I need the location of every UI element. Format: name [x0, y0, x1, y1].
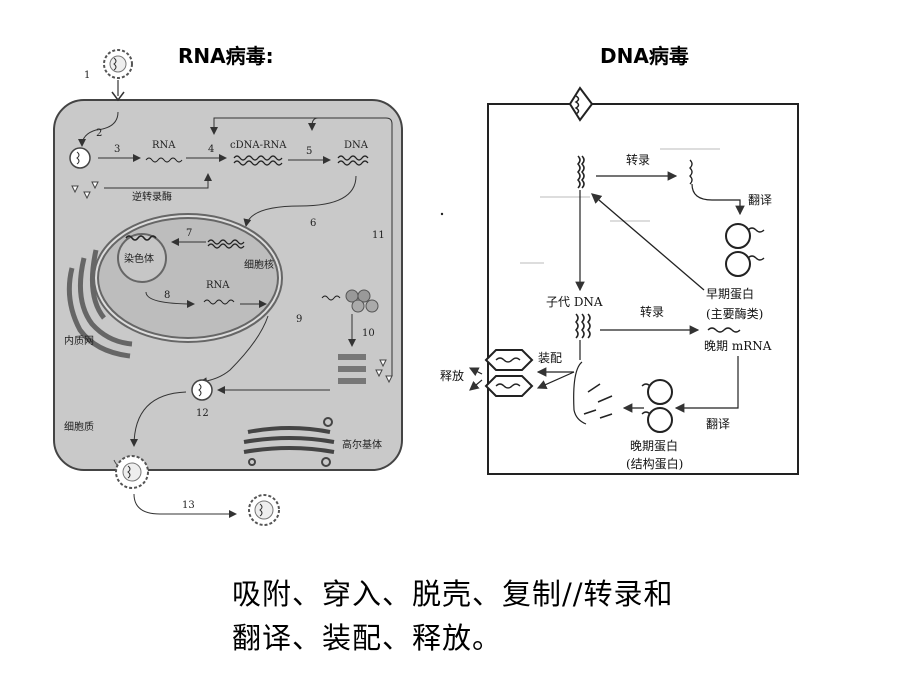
- step-4-number: 4: [208, 144, 214, 155]
- step-12-number: 12: [196, 408, 209, 419]
- assembled-virion-icons: [484, 349, 534, 397]
- nucleus-label: 细胞核: [244, 258, 274, 271]
- rna-label: RNA: [152, 140, 176, 151]
- released-virus-icon: [248, 494, 280, 526]
- endoplasmic-reticulum: [66, 249, 133, 359]
- late-mrna-label: 晚期 mRNA: [704, 339, 772, 353]
- step-11-number: 11: [372, 230, 385, 241]
- progeny-dna-icon: [574, 313, 591, 339]
- progeny-dna-label: 子代 DNA: [546, 295, 603, 309]
- cytoplasm-label: 细胞质: [64, 420, 94, 433]
- cdna-rna-label: cDNA-RNA: [230, 140, 287, 151]
- late-mrna-icon: [707, 327, 741, 333]
- golgi-label: 高尔基体: [342, 438, 382, 451]
- parental-dna-icon: [576, 155, 585, 189]
- step-1-number: 1: [84, 70, 90, 81]
- early-protein-note: (主要酶类): [706, 306, 763, 321]
- step-7-number: 7: [186, 228, 192, 239]
- step-6-number: 6: [310, 218, 316, 229]
- early-mrna-icon: [689, 159, 693, 185]
- ribosome-icons: [345, 289, 379, 313]
- rna-virus-title: RNA病毒:: [178, 44, 274, 68]
- early-protein-label: 早期蛋白: [706, 286, 754, 301]
- chromosome-label: 染色体: [124, 252, 154, 265]
- entering-virus-icon: [568, 86, 594, 122]
- step-2-number: 2: [96, 128, 102, 139]
- translation-1-label: 翻译: [748, 193, 772, 207]
- summary-line-2: 翻译、装配、释放。: [232, 621, 503, 655]
- lifecycle-summary: 吸附、穿入、脱壳、复制//转录和 翻译、装配、释放。: [232, 572, 832, 660]
- enzyme-icons: [71, 181, 99, 200]
- step-5-number: 5: [306, 146, 312, 157]
- scan-noise: [520, 148, 720, 264]
- late-protein-icon: [641, 379, 673, 433]
- assembly-label: 装配: [538, 351, 562, 365]
- step-3-number: 3: [114, 144, 120, 155]
- translation-2-label: 翻译: [706, 417, 730, 431]
- dna-host-cell: [487, 103, 799, 475]
- incoming-virus-icon: [103, 49, 133, 79]
- budding-virus-icon: [115, 455, 149, 489]
- rna-inner-label: RNA: [206, 280, 230, 291]
- golgi-apparatus: [243, 417, 335, 467]
- assembled-virus-icon: [191, 379, 213, 401]
- transcription-1-label: 转录: [626, 152, 650, 167]
- reverse-transcriptase-label: 逆转录酶: [132, 190, 172, 203]
- step-10-number: 10: [362, 328, 375, 339]
- protein-bars: [338, 354, 366, 384]
- step-13-number: 13: [182, 500, 195, 511]
- chromosome-body: [117, 233, 167, 283]
- late-protein-label: 晚期蛋白: [630, 438, 678, 453]
- hybrid-strand-icon: [233, 155, 283, 166]
- early-protein-icon: [725, 223, 765, 277]
- dna-strand-icon: [337, 155, 369, 166]
- step-9-number: 9: [296, 314, 302, 325]
- late-protein-note: (结构蛋白): [626, 456, 683, 471]
- dna-virus-diagram: 转录 翻译 早期蛋白 (主要酶类) 子代 DNA 转录 晚期 mRNA 翻译: [440, 86, 799, 475]
- rna-virus-diagram: 1 2 3 RNA 4 cDNA-RNA 5 DNA 逆转录酶: [53, 49, 403, 526]
- enzyme-icons-right: [375, 359, 393, 384]
- er-label: 内质网: [64, 334, 94, 347]
- summary-line-1: 吸附、穿入、脱壳、复制//转录和: [232, 577, 674, 611]
- dna-virus-title: DNA病毒: [600, 44, 689, 68]
- uncoated-virus-icon: [69, 147, 91, 169]
- dna-label: DNA: [344, 140, 369, 151]
- rna-strand-icon: [145, 157, 183, 163]
- release-label: 释放: [440, 368, 464, 383]
- transcription-2-label: 转录: [640, 304, 664, 319]
- step-8-number: 8: [164, 290, 170, 301]
- capsid-fragments: [583, 383, 613, 419]
